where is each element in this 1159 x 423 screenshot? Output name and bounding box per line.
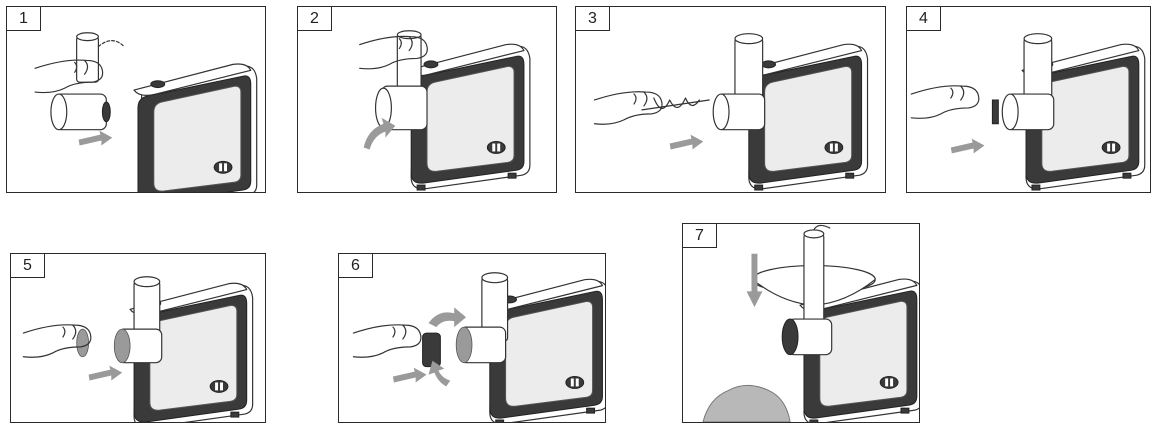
step-5-panel: 5 bbox=[10, 253, 266, 423]
step-4-panel: 4 bbox=[906, 6, 1151, 193]
step-number: 5 bbox=[11, 254, 45, 278]
step-6-panel: 6 bbox=[338, 253, 606, 423]
step-number: 2 bbox=[298, 7, 332, 31]
step-6-illustration bbox=[339, 254, 605, 422]
step-3-illustration bbox=[576, 7, 885, 192]
grinder-head bbox=[51, 33, 110, 130]
step-number: 3 bbox=[576, 7, 610, 31]
step-4-illustration bbox=[907, 7, 1150, 192]
step-5-illustration bbox=[11, 254, 265, 422]
step-number: 4 bbox=[907, 7, 941, 31]
step-number: 7 bbox=[683, 224, 717, 248]
step-1-illustration bbox=[7, 7, 265, 192]
step-1-panel: 1 bbox=[6, 6, 266, 193]
step-2-panel: 2 bbox=[297, 6, 557, 193]
step-3-panel: 3 bbox=[575, 6, 886, 193]
step-2-illustration bbox=[298, 7, 556, 192]
step-7-panel: 7 bbox=[682, 223, 920, 423]
step-number: 1 bbox=[7, 7, 41, 31]
step-7-illustration bbox=[683, 224, 919, 422]
step-number: 6 bbox=[339, 254, 373, 278]
